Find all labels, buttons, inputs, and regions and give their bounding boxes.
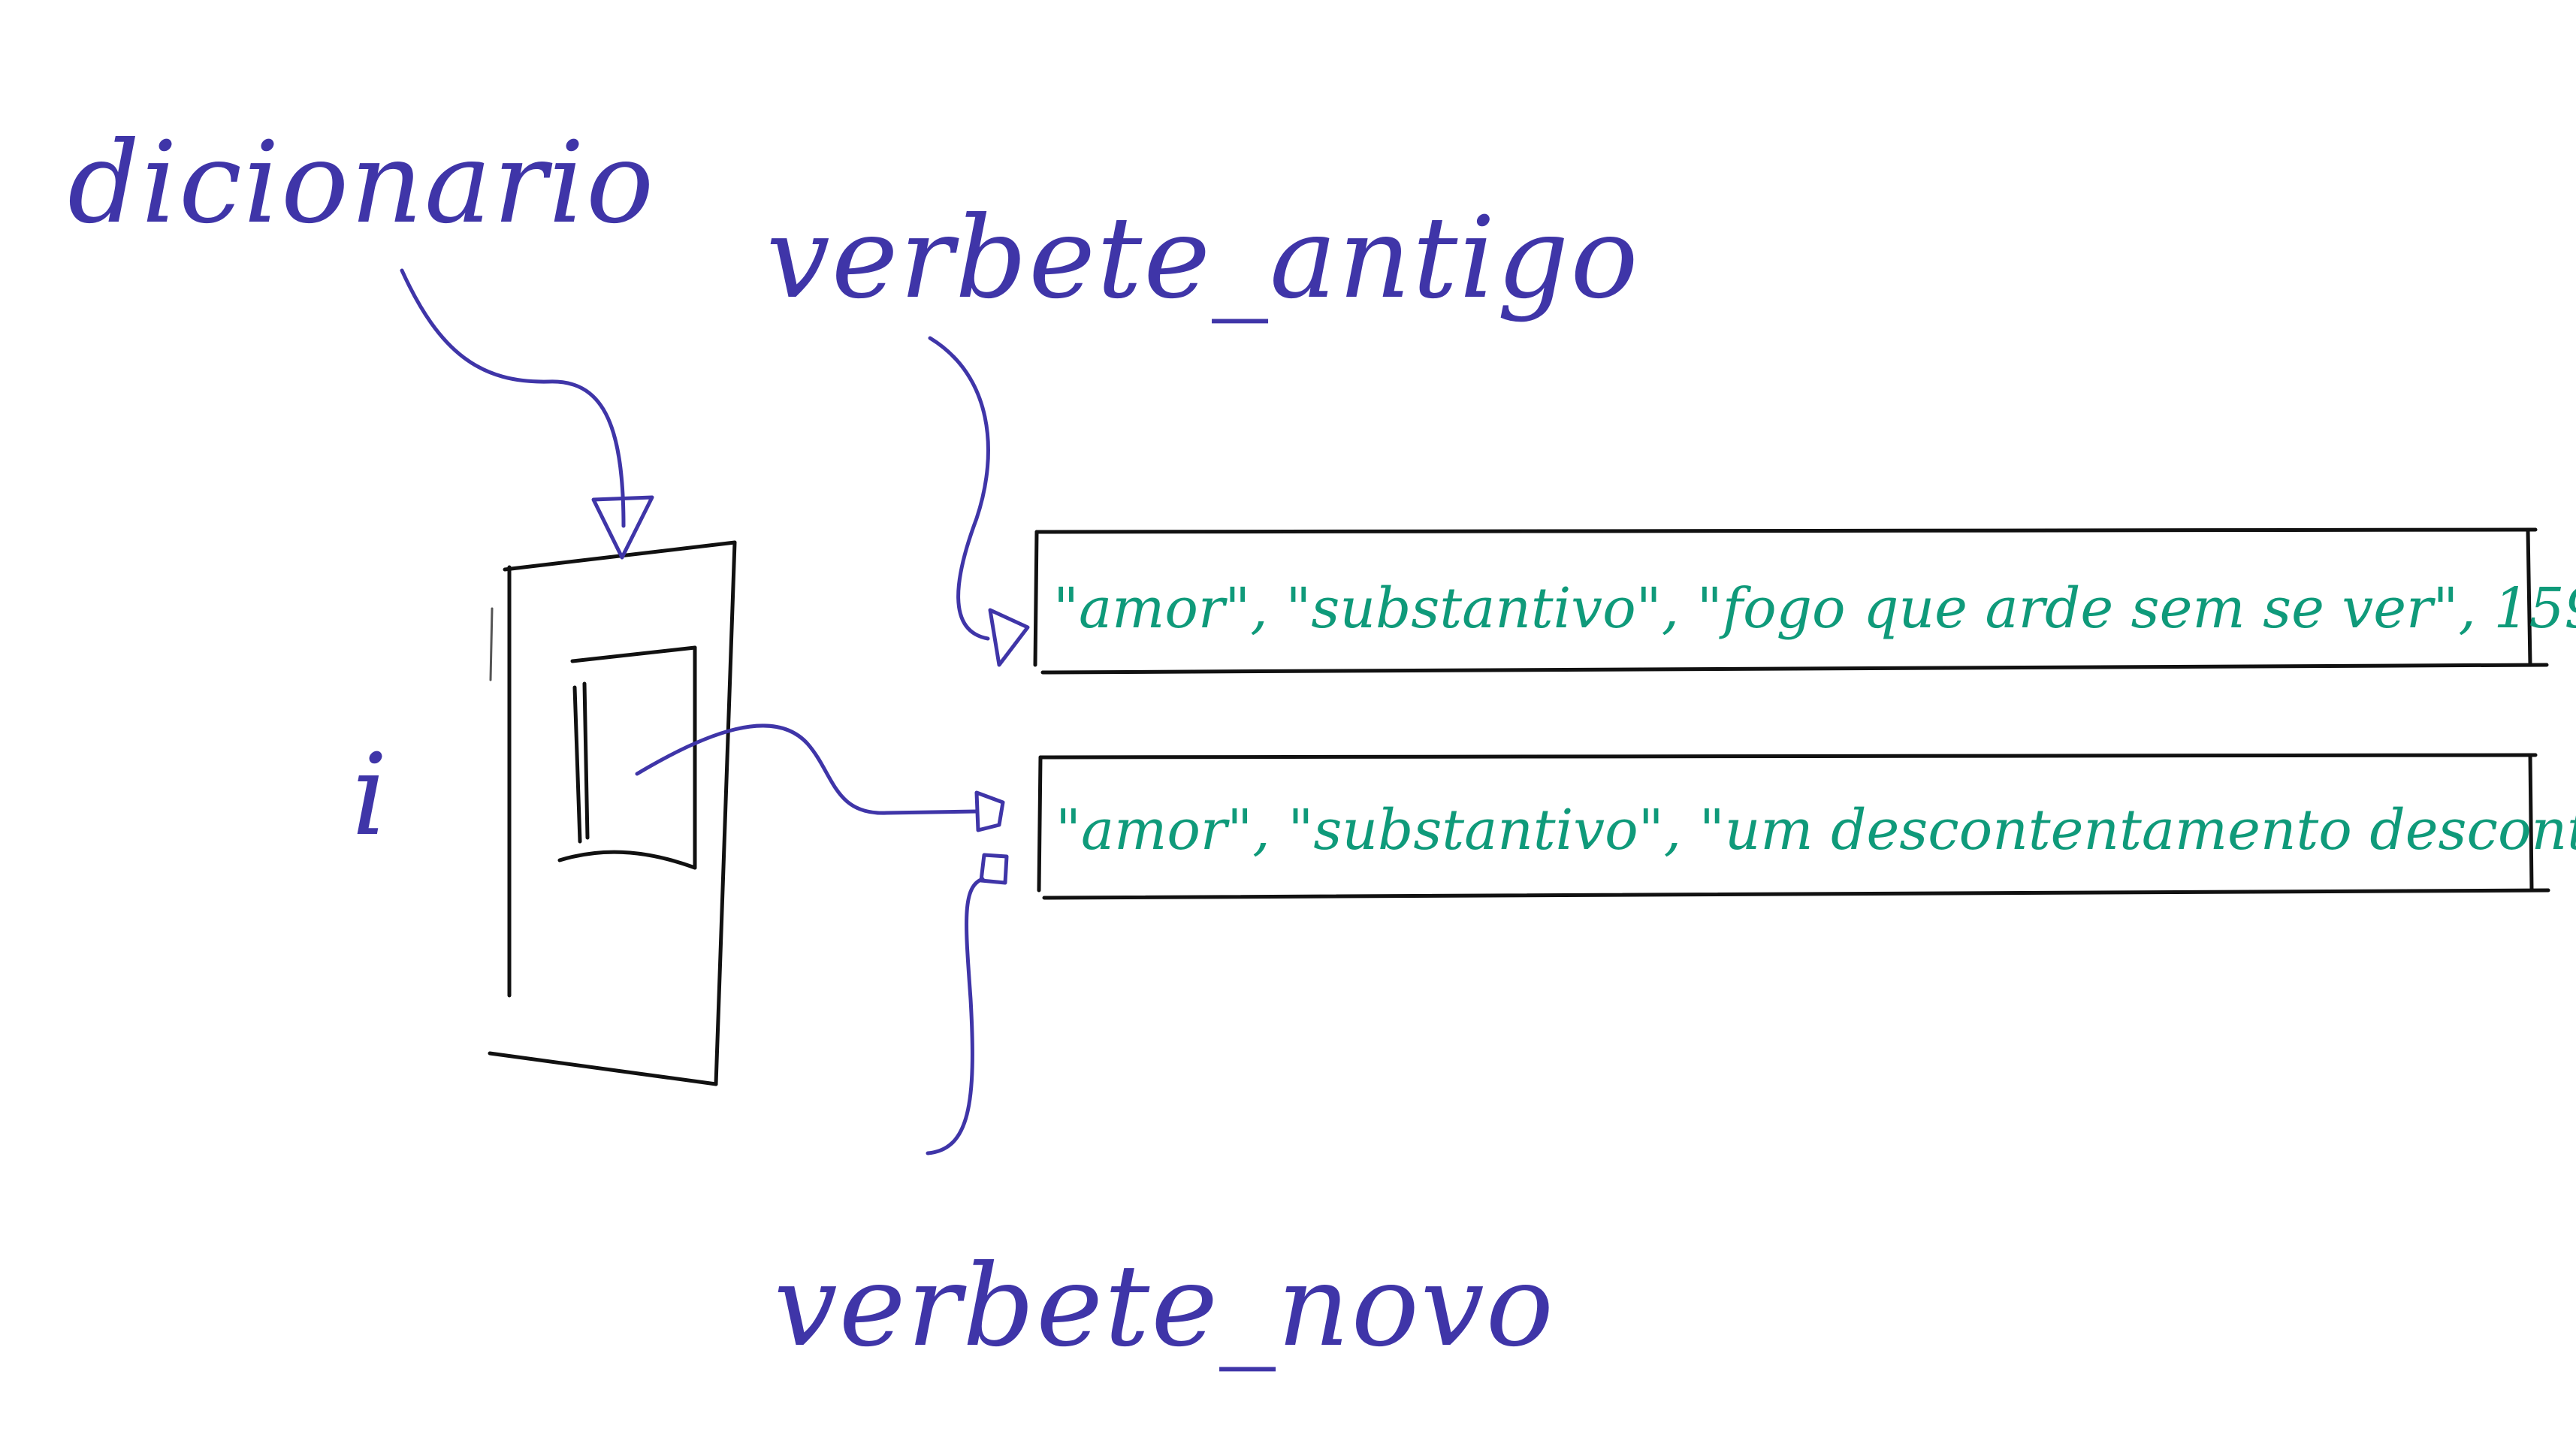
record-1-left [1033, 530, 1039, 667]
dictionary-slot [557, 645, 697, 870]
slot-inner-left-2 [582, 681, 590, 840]
record-2-bottom [1042, 888, 2550, 900]
dictionary-outer-right [714, 540, 737, 1086]
arrow-slot-head [974, 790, 1005, 832]
record-1-right [2526, 527, 2532, 667]
arrow-verbete-novo [926, 853, 1009, 1155]
slot-top [570, 645, 697, 663]
arrow-verbete-novo-line [926, 877, 985, 1155]
record-1-text: "amor", "substantivo", "fogo que arde se… [1053, 576, 2576, 641]
dictionary-edge-mark [489, 607, 494, 681]
slot-bottom [557, 850, 697, 870]
arrow-dicionario [400, 268, 654, 560]
arrow-slot-line [635, 723, 979, 815]
arrow-dicionario-head [591, 495, 654, 560]
label-verbete-novo: verbete_novo [774, 1241, 1555, 1372]
arrow-slot-to-record [635, 723, 1005, 832]
label-verbete-antigo: verbete_antigo [766, 193, 1640, 324]
record-1-top [1034, 527, 2538, 534]
record-1-bottom [1040, 663, 2549, 675]
arrow-verbete-novo-head [979, 853, 1009, 885]
arrow-verbete-antigo-head [988, 608, 1030, 667]
record-verbete-antigo: "amor", "substantivo", "fogo que arde se… [1033, 527, 2576, 675]
record-verbete-novo: "amor", "substantivo", "um descontentame… [1037, 753, 2576, 900]
label-index-i: i [352, 730, 389, 861]
arrow-verbete-antigo-line [928, 336, 990, 641]
dictionary-outer-bottom [488, 1051, 718, 1086]
record-2-left [1037, 755, 1043, 893]
arrow-dicionario-line [400, 268, 626, 528]
record-2-top [1038, 753, 2538, 760]
arrow-verbete-antigo [928, 336, 1030, 667]
record-2-right [2528, 753, 2534, 893]
label-dicionario: dicionario [68, 118, 655, 249]
record-2-text: "amor", "substantivo", "um descontentame… [1055, 798, 2576, 862]
dictionary-container [488, 540, 737, 1086]
slot-inner-left [572, 685, 582, 844]
